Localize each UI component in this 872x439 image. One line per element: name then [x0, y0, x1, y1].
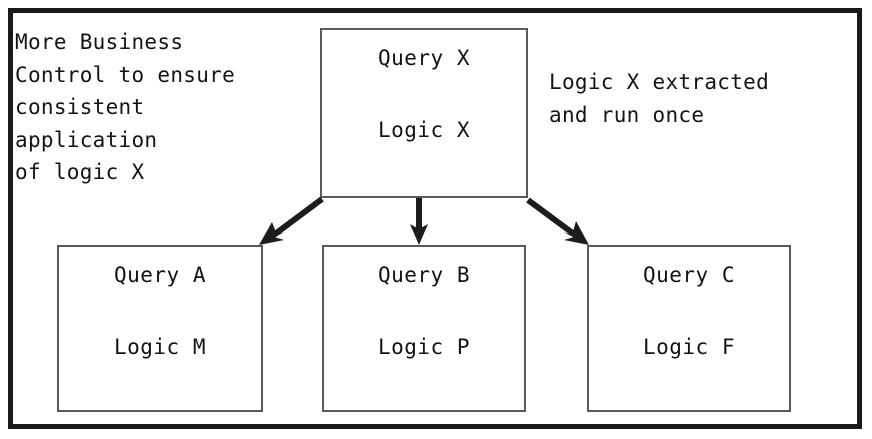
box-query-b[interactable]: Query B Logic P: [322, 245, 526, 412]
box-query-x-line2: Logic X: [377, 118, 470, 142]
box-query-a-line1: Query A: [113, 263, 206, 287]
box-query-x-line1: Query X: [377, 46, 470, 70]
box-query-x[interactable]: Query X Logic X: [320, 28, 528, 198]
box-query-b-line2: Logic P: [377, 335, 470, 359]
note-left-business-control: More Business Control to ensure consiste…: [15, 30, 236, 184]
box-query-a[interactable]: Query A Logic M: [57, 245, 263, 412]
box-query-c-line1: Query C: [642, 263, 735, 287]
note-right-logic-extracted: Logic X extracted and run once: [549, 70, 770, 127]
box-query-c-line2: Logic F: [642, 335, 735, 359]
box-query-b-line1: Query B: [377, 263, 470, 287]
box-query-a-line2: Logic M: [113, 335, 206, 359]
box-query-c[interactable]: Query C Logic F: [587, 245, 791, 412]
